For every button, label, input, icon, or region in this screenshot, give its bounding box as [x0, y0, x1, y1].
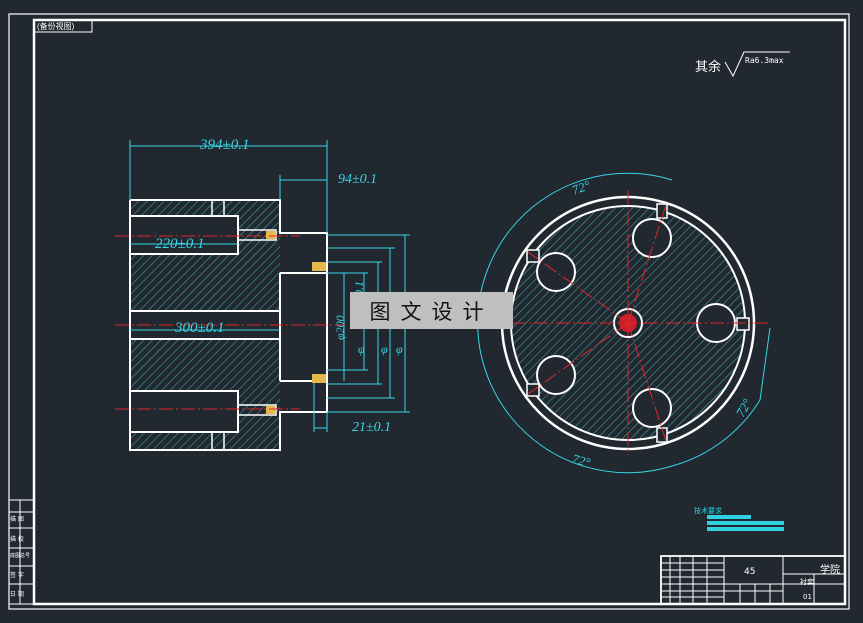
roughness-symbol [724, 51, 790, 78]
dim-step-depth: 21±0.1 [352, 420, 392, 435]
dim-diameter-b: φ [381, 342, 388, 356]
dim-diameter-c: φ [396, 342, 403, 356]
title-tag: (备份视图) [37, 22, 75, 31]
hatch-upper-mid [130, 254, 280, 311]
tech-req-bar [707, 527, 784, 531]
hatch-top [130, 200, 280, 216]
tech-req-bar [707, 521, 784, 525]
title-block-material: 45 [744, 567, 756, 577]
side-strip-label: 底图总号 [10, 553, 31, 559]
side-strip [8, 499, 35, 605]
dim-bore-depth-center: 300±0.1 [175, 320, 225, 336]
thread-mark [266, 231, 275, 239]
outer-frame [8, 13, 850, 610]
dim-flange-width: 94±0.1 [338, 172, 378, 187]
thread-mark [312, 262, 326, 271]
dim-bore-depth-upper: 220±0.1 [155, 236, 205, 252]
section-view [115, 140, 410, 451]
thread-mark [266, 406, 275, 414]
watermark: 图文设计 [350, 292, 513, 329]
hatch-bottom [130, 432, 280, 450]
tech-req-label: 技术要求 [694, 508, 722, 515]
side-strip-label: 描 校 [10, 536, 24, 543]
title-tag-box [33, 19, 93, 33]
side-strip-label: 签 字 [10, 572, 24, 579]
dim-diameter-200: φ200 [333, 315, 347, 340]
dim-overall-length: 394±0.1 [200, 137, 250, 153]
side-strip-label: 描 图 [10, 516, 24, 523]
title-block-part-name: 衬套 [800, 578, 814, 586]
title-block [660, 555, 846, 605]
end-view [477, 172, 771, 474]
dim-diameter-a: φ [358, 342, 365, 356]
tech-req-bar [707, 515, 751, 519]
inner-frame [32, 18, 847, 606]
hatch-lower-mid [130, 339, 280, 391]
thread-mark [312, 374, 326, 383]
surface-note-value: Ra6.3max [745, 56, 784, 65]
surface-note-prefix: 其余 [695, 59, 722, 74]
side-strip-label: 日 期 [10, 591, 24, 598]
title-block-school: 学院 [820, 565, 840, 576]
title-block-drawing-no: 01 [803, 593, 812, 601]
